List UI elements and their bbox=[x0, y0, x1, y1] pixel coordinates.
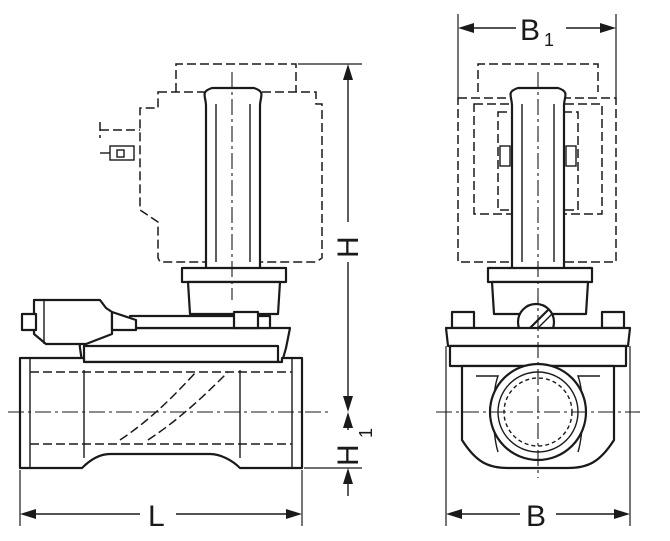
dimension-b1: B 1 bbox=[457, 14, 617, 98]
side-connector-terminal bbox=[100, 145, 135, 161]
dim-h-label: H bbox=[332, 236, 365, 258]
front-armature-tube bbox=[509, 86, 567, 272]
dim-l-label: L bbox=[148, 500, 165, 533]
dimension-h: H bbox=[298, 63, 365, 412]
dimension-b: B bbox=[445, 346, 631, 533]
side-cover-plate bbox=[76, 310, 292, 364]
side-coil-housing bbox=[99, 63, 323, 263]
dim-b-label: B bbox=[526, 500, 546, 533]
front-view bbox=[436, 63, 640, 478]
dim-b1-subscript: 1 bbox=[544, 30, 554, 50]
dim-h1-subscript: 1 bbox=[356, 428, 376, 438]
side-bonnet bbox=[180, 266, 288, 316]
side-armature-tube bbox=[203, 86, 263, 272]
side-valve-body bbox=[18, 356, 304, 470]
dim-b1-label: B bbox=[520, 14, 540, 47]
front-bonnet bbox=[486, 266, 594, 342]
dimension-l: L bbox=[19, 470, 303, 533]
dim-h1-label: H bbox=[332, 444, 365, 466]
side-view bbox=[8, 63, 328, 470]
dimension-h1: H 1 bbox=[304, 412, 376, 496]
side-plug-connector bbox=[20, 298, 138, 346]
